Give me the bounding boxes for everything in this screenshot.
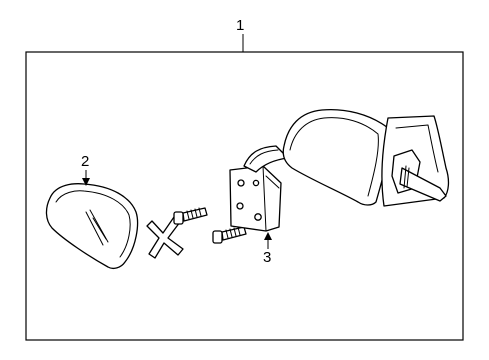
screw-lower xyxy=(212,226,247,244)
mirror-housing xyxy=(282,108,390,206)
screw-upper xyxy=(173,207,208,225)
callout-arrow-2 xyxy=(82,178,90,186)
callout-arrow-3 xyxy=(264,232,272,240)
callout-label-3: 3 xyxy=(263,249,271,266)
assembly-frame xyxy=(25,51,464,341)
mount-base xyxy=(381,115,450,207)
callout-label-2: 2 xyxy=(81,153,89,170)
mounting-bracket xyxy=(229,165,282,232)
mirror-glass xyxy=(45,183,139,269)
cross-clip xyxy=(146,216,184,259)
callout-label-1: 1 xyxy=(236,17,244,34)
